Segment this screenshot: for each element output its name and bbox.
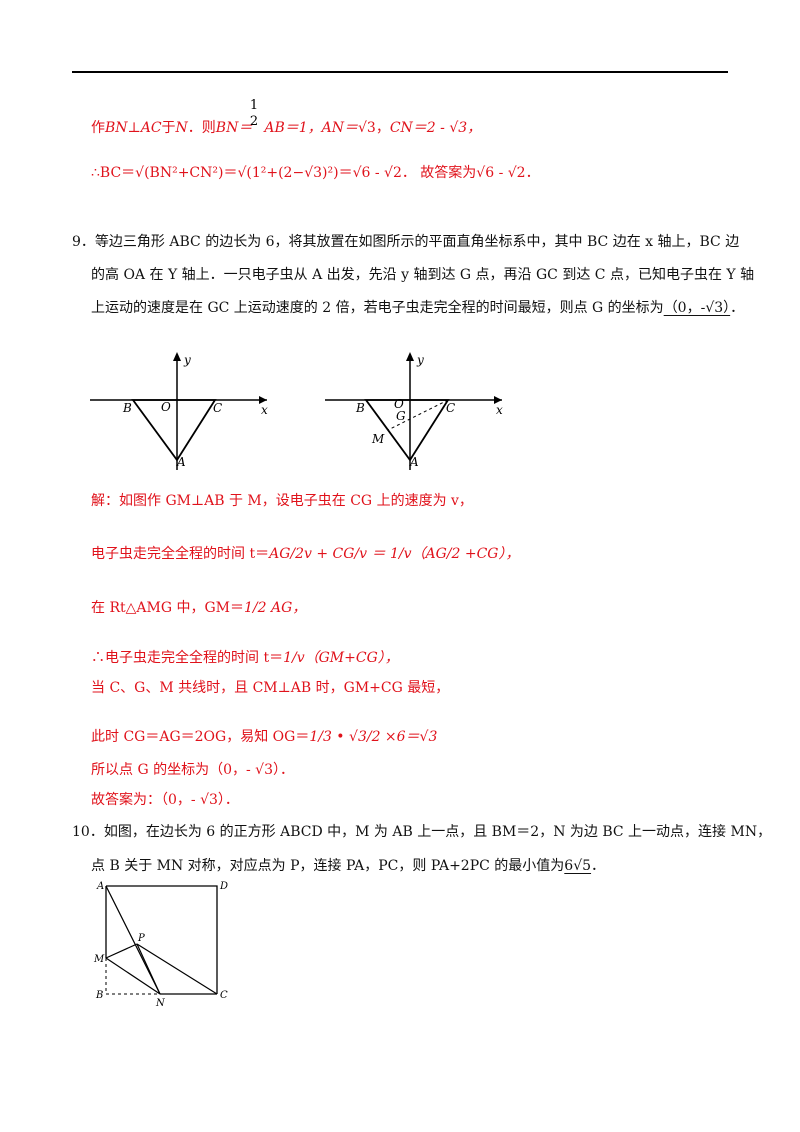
label-c: C bbox=[446, 401, 455, 415]
solution8-line1: 作BN⊥AC于N．则BN＝ AB＝1，AN＝√3，CN＝2 - √3， bbox=[91, 118, 481, 138]
label-a: A bbox=[176, 455, 186, 469]
text: 作 bbox=[91, 120, 105, 136]
text: √3 bbox=[358, 120, 376, 136]
text: ， bbox=[375, 120, 390, 136]
header-rule bbox=[72, 71, 728, 73]
text: ．则 bbox=[187, 120, 216, 136]
segment-mp bbox=[105, 943, 138, 959]
label-m: M bbox=[93, 954, 105, 965]
text: AG/2v + CG/v ＝ 1/v（AG/2 +CG）， bbox=[269, 546, 520, 562]
answer-blank: 6√5 bbox=[564, 858, 592, 874]
text: AN＝ bbox=[321, 120, 359, 136]
text: 电子虫走完全全程的时间 t＝ bbox=[91, 546, 270, 562]
text: 等边三角形 ABC 的边长为 6，将其放置在如图所示的平面直角坐标系中，其中 B… bbox=[94, 234, 740, 250]
text: ． bbox=[730, 300, 745, 316]
text: 1/2 AG， bbox=[243, 600, 307, 616]
label-x: x bbox=[261, 403, 268, 417]
x-axis-arrow bbox=[494, 396, 502, 404]
p9-solution-line3: 在 Rt△AMG 中，GM＝1/2 AG， bbox=[91, 598, 306, 618]
text: 点 B 关于 MN 对称，对应点为 P，连接 PA，PC，则 PA+2PC 的最… bbox=[91, 858, 565, 874]
text: N bbox=[175, 120, 188, 136]
label-g: G bbox=[396, 409, 406, 423]
label-c: C bbox=[213, 401, 222, 415]
text: 上运动的速度是在 GC 上运动速度的 2 倍，若电子虫走完全程的时间最短，则点 … bbox=[91, 300, 664, 316]
label-b: B bbox=[355, 401, 365, 415]
text: BN⊥AC bbox=[105, 120, 162, 136]
segment-mn bbox=[105, 957, 161, 995]
answer-blank: （0，-√3） bbox=[663, 300, 731, 316]
p9-solution-line8: 故答案为：（0，- √3）． bbox=[91, 792, 239, 808]
text: ∴电子虫走完全全程的时间 t＝ bbox=[91, 650, 284, 666]
label-b: B bbox=[122, 401, 132, 415]
problem10-figure: A D P M B N C bbox=[93, 881, 228, 1009]
text: 如图，在边长为 6 的正方形 ABCD 中，M 为 AB 上一点，且 BM＝2，… bbox=[103, 824, 772, 840]
text: 于 bbox=[161, 120, 176, 136]
text: ． bbox=[591, 858, 606, 874]
text: 1/v（GM+CG）， bbox=[283, 650, 399, 666]
text: CN＝2 - √3， bbox=[389, 120, 482, 136]
p9-solution-line5: 当 C、G、M 共线时，且 CM⊥AB 时，GM+CG 最短， bbox=[91, 680, 450, 696]
text: AB＝1， bbox=[264, 120, 322, 136]
label-d: D bbox=[219, 881, 228, 892]
p9-solution-line2: 电子虫走完全全程的时间 t＝AG/2v + CG/v ＝ 1/v（AG/2 +C… bbox=[91, 544, 520, 564]
text: 在 Rt△AMG 中，GM＝ bbox=[91, 600, 244, 616]
solution8-line2: ∴BC＝√(BN²+CN²)＝√(1²+(2−√3)²)＝√6 - √2． 故答… bbox=[91, 165, 540, 181]
label-y: y bbox=[183, 353, 191, 367]
label-n: N bbox=[155, 998, 166, 1009]
triangle-abc bbox=[131, 399, 217, 462]
segment-cm bbox=[387, 399, 449, 431]
triangle-abc bbox=[364, 399, 450, 462]
problem-number: 10． bbox=[72, 824, 104, 840]
problem10-line2: 点 B 关于 MN 对称，对应点为 P，连接 PA，PC，则 PA+2PC 的最… bbox=[91, 856, 605, 876]
text: BN＝ bbox=[215, 120, 253, 136]
label-m: M bbox=[371, 432, 385, 446]
label-c: C bbox=[220, 990, 228, 1001]
label-y: y bbox=[416, 353, 424, 367]
x-axis-arrow bbox=[259, 396, 267, 404]
problem9-figure-left: y x B O C A bbox=[90, 352, 268, 470]
problem9-line2: 的高 OA 在 Y 轴上．一只电子虫从 A 出发，先沿 y 轴到达 G 点，再沿… bbox=[91, 267, 755, 283]
text: 1/3 • √3/2 ×6＝√3 bbox=[309, 729, 438, 745]
problem9-line1: 9．等边三角形 ABC 的边长为 6，将其放置在如图所示的平面直角坐标系中，其中… bbox=[72, 232, 739, 252]
label-a: A bbox=[96, 881, 104, 892]
label-p: P bbox=[137, 933, 145, 944]
square-top-right bbox=[106, 885, 218, 994]
text: 此时 CG＝AG＝2OG，易知 OG＝ bbox=[91, 729, 310, 745]
p9-solution-line6: 此时 CG＝AG＝2OG，易知 OG＝1/3 • √3/2 ×6＝√3 bbox=[91, 727, 437, 747]
segment-pn bbox=[136, 943, 161, 995]
solution8-frac: 1 2 bbox=[249, 98, 259, 129]
segment-an bbox=[105, 885, 161, 995]
y-axis-arrow bbox=[406, 352, 414, 361]
label-o: O bbox=[394, 397, 404, 411]
y-axis-arrow bbox=[173, 352, 181, 361]
p9-solution-line4: ∴电子虫走完全全程的时间 t＝1/v（GM+CG）， bbox=[91, 648, 399, 668]
p9-solution-line7: 所以点 G 的坐标为（0，- √3）． bbox=[91, 762, 294, 778]
label-b: B bbox=[95, 990, 103, 1001]
problem10-line1: 10．如图，在边长为 6 的正方形 ABCD 中，M 为 AB 上一点，且 BM… bbox=[72, 822, 771, 842]
p9-solution-line1: 解：如图作 GM⊥AB 于 M，设电子虫在 CG 上的速度为 v， bbox=[91, 493, 473, 509]
problem9-line3: 上运动的速度是在 GC 上运动速度的 2 倍，若电子虫走完全程的时间最短，则点 … bbox=[91, 298, 744, 318]
problem-number: 9． bbox=[72, 234, 95, 250]
label-a: A bbox=[409, 455, 419, 469]
label-x: x bbox=[496, 403, 503, 417]
segment-pc bbox=[136, 943, 218, 995]
label-o: O bbox=[161, 400, 171, 414]
problem9-figure-right: y x B O G C M A bbox=[325, 352, 503, 470]
